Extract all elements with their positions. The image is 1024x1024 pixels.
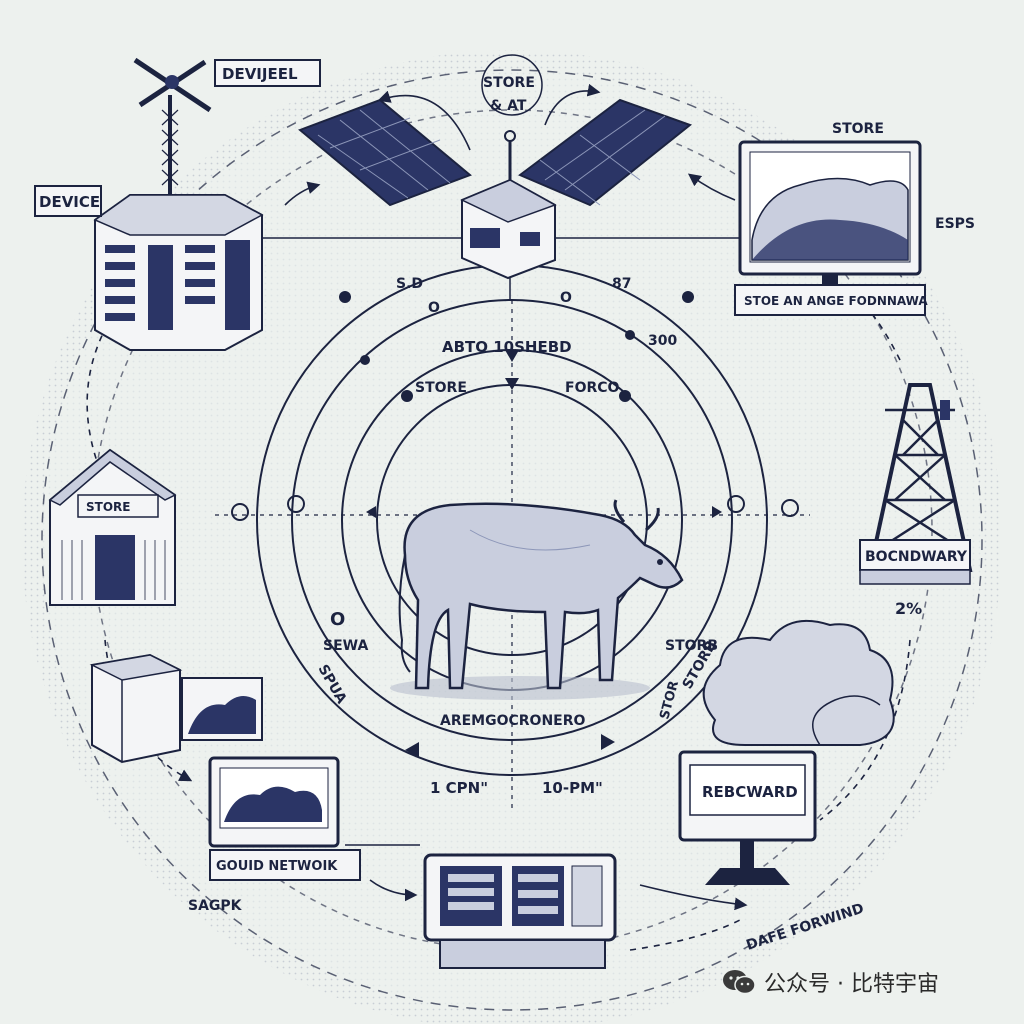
storage-shed-illustration	[48, 448, 177, 606]
monitor-caption-label: STOE AN ANGE FODNNAWA	[744, 294, 928, 308]
store-sat-label: STORE	[483, 75, 535, 91]
ring-forco-label: FORCO	[565, 380, 620, 396]
reboard-monitor-illustration	[678, 750, 817, 885]
reboard-label: REBCWARD	[702, 783, 798, 801]
device-left-label: DEVICE	[39, 193, 100, 211]
store-right-label: STORE	[832, 121, 884, 137]
device-top-label: DEVIJEEL	[222, 65, 298, 83]
server-cabinet-illustration	[89, 653, 263, 764]
ring-arrow-markers	[231, 291, 799, 758]
sg-right-label: 87	[612, 276, 631, 292]
time-left-label: 1 CPN"	[430, 779, 488, 797]
transmission-tower-illustration	[859, 383, 973, 585]
cow-illustration	[390, 499, 684, 700]
link-lines	[86, 83, 911, 951]
ground-network-label: GOUID NETWOIK	[216, 859, 338, 874]
antenna-tower-illustration	[93, 57, 264, 351]
boundary-label: BOCNDWARY	[865, 549, 968, 565]
store-sat-sub-label: & AT	[490, 98, 527, 114]
esps-label: ESPS	[935, 216, 975, 232]
watermark-text: 公众号 · 比特宇宙	[764, 972, 939, 997]
ring-num-300: 300	[648, 333, 677, 349]
ring-num-b: O	[560, 290, 572, 306]
ring-num-a: O	[428, 300, 440, 316]
satellite-illustration	[298, 98, 693, 300]
store-sat-bubble	[481, 54, 543, 116]
ring-bottom-label: AREMGOCRONERO	[440, 713, 586, 729]
device-left-label-box	[34, 185, 102, 217]
wechat-watermark: 公众号 · 比特宇宙	[722, 962, 939, 1002]
wechat-icon	[723, 970, 756, 995]
sagpk-label: SAGPK	[188, 898, 243, 914]
cloud-illustration	[702, 619, 895, 746]
ground-network-monitor-illustration	[208, 756, 361, 881]
ring-store-label: STORE	[415, 380, 467, 396]
ground-console-illustration	[423, 853, 617, 969]
ring-num-c: O	[330, 609, 345, 630]
percent-label: 2%	[895, 599, 922, 618]
sg-left-label: S.D	[396, 276, 423, 292]
storb-label: STORB	[665, 638, 718, 654]
sewa-label: SEWA	[323, 638, 368, 654]
ring-arc-top-label: ABTO 10SHEBD	[442, 338, 572, 356]
device-top-label-box	[214, 59, 321, 87]
store-monitor-illustration	[734, 140, 926, 316]
time-right-label: 10-PM"	[542, 779, 603, 797]
store-shed-label: STORE	[86, 500, 130, 514]
